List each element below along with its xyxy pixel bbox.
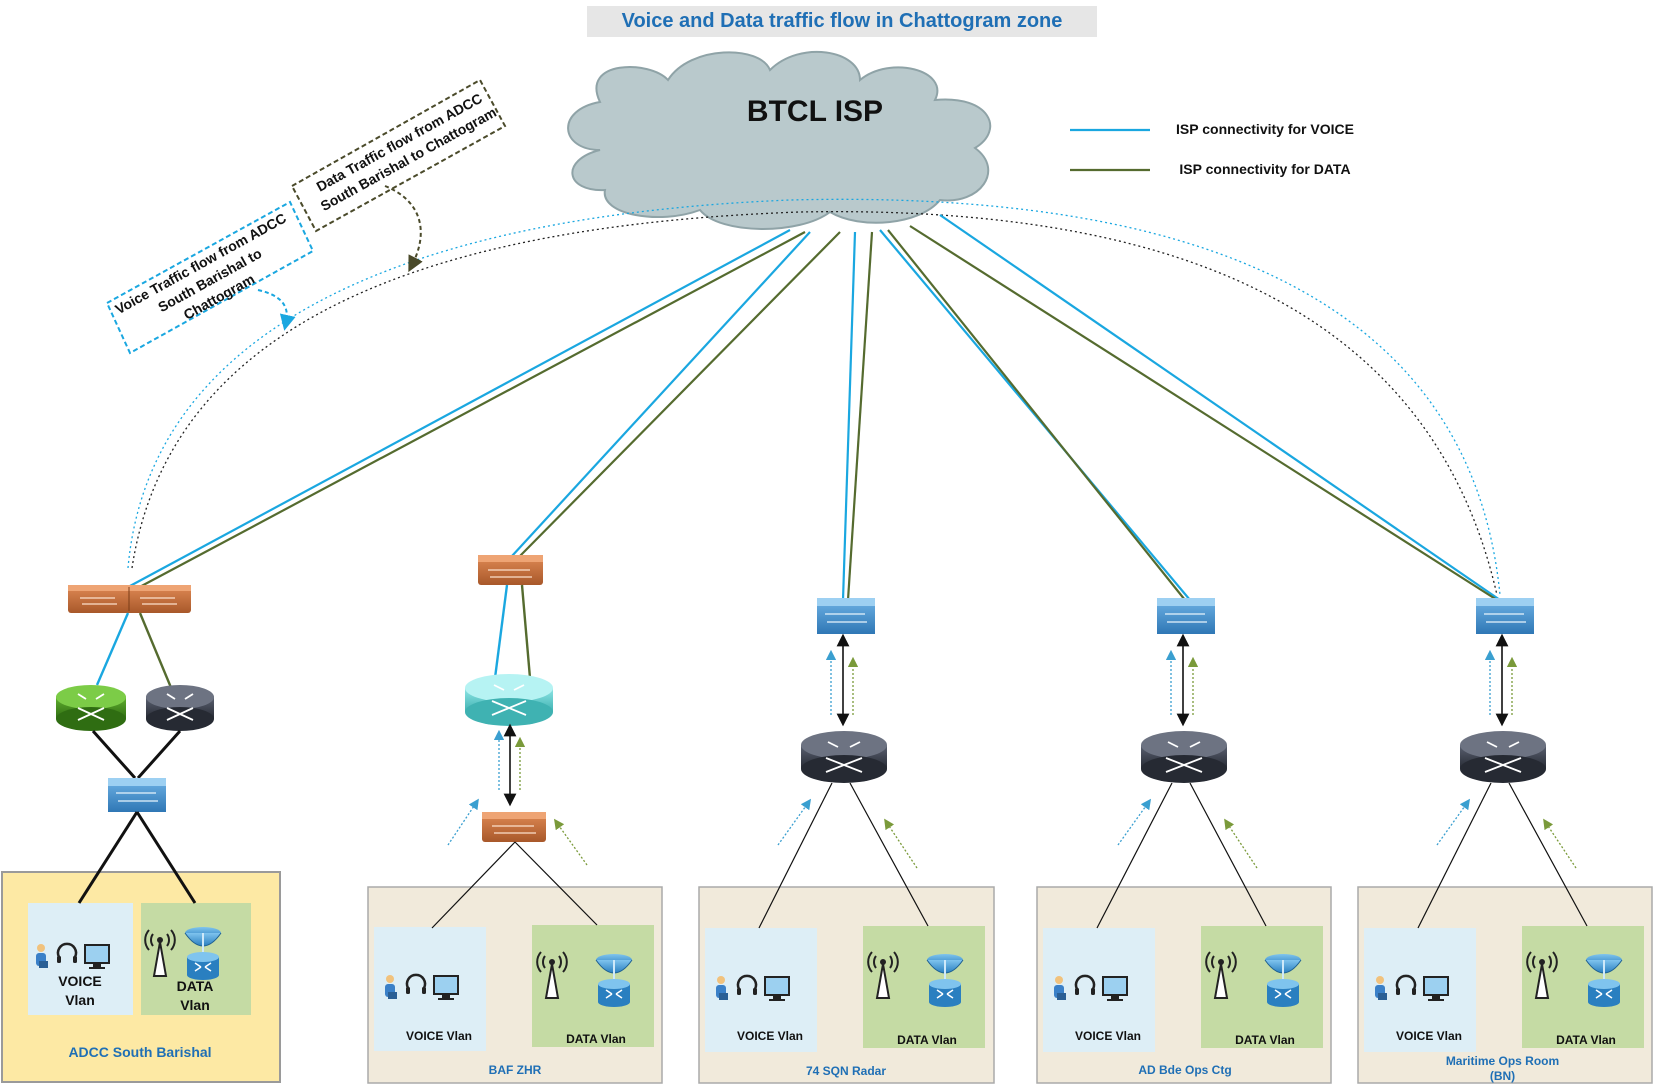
maritime-router-icon: [1460, 731, 1546, 783]
adcc-data-vlan-label: DATA Vlan: [176, 978, 214, 1013]
maritime-site-name: Maritime Ops Room (BN): [1445, 1054, 1560, 1083]
site-baf-zhr: [367, 555, 663, 1084]
baf-core-switch-icon: [478, 555, 543, 585]
sqn-switch-icon: [817, 598, 875, 634]
data-flow-callout-box: [290, 78, 507, 273]
diagram-title: Voice and Data traffic flow in Chattogra…: [621, 10, 1063, 32]
maritime-data-vlan-label: DATA Vlan: [1556, 1033, 1616, 1047]
isp-uplinks: [129, 214, 1501, 601]
legend-data-label: ISP connectivity for DATA: [1179, 161, 1351, 177]
baf-data-vlan-label: DATA Vlan: [566, 1032, 626, 1046]
data-flow-arc: [131, 210, 1498, 596]
sqn-voice-vlan-label: VOICE Vlan: [736, 1029, 804, 1043]
adcc-site-name: ADCC South Barishal: [68, 1044, 212, 1060]
cloud-label: BTCL ISP: [746, 95, 884, 128]
adbde-router-icon: [1141, 731, 1227, 783]
maritime-voice-vlan-label: VOICE Vlan: [1395, 1029, 1463, 1043]
adcc-voice-router-icon: [56, 685, 126, 731]
site-ad-bde-ops-ctg: [1036, 598, 1332, 1084]
sqn-site-name: 74 SQN Radar: [805, 1064, 887, 1078]
adcc-data-router-icon: [146, 685, 214, 731]
adbde-site-name: AD Bde Ops Ctg: [1138, 1063, 1232, 1077]
site-74-sqn-radar: [698, 598, 995, 1084]
legend-voice-label: ISP connectivity for VOICE: [1176, 121, 1354, 137]
baf-router-icon: [465, 674, 553, 726]
site-adcc-south-barishal: [1, 585, 281, 1083]
maritime-switch-icon: [1476, 598, 1534, 634]
adcc-core-switch-icon: [68, 585, 191, 613]
site-maritime-ops-room: [1357, 598, 1653, 1084]
voice-flow-arc: [127, 198, 1501, 596]
adcc-access-switch-icon: [108, 778, 166, 812]
btcl-isp-cloud: [567, 50, 992, 230]
adbde-data-vlan-label: DATA Vlan: [1235, 1033, 1295, 1047]
sqn-router-icon: [801, 731, 887, 783]
baf-site-name: BAF ZHR: [488, 1063, 542, 1077]
baf-voice-vlan-label: VOICE Vlan: [405, 1029, 473, 1043]
voice-flow-callout-box: [105, 200, 315, 355]
title-background: [587, 6, 1097, 37]
sqn-data-vlan-label: DATA Vlan: [897, 1033, 957, 1047]
adcc-voice-vlan-label: VOICE Vlan: [58, 973, 102, 1008]
adbde-voice-vlan-label: VOICE Vlan: [1074, 1029, 1142, 1043]
adbde-switch-icon: [1157, 598, 1215, 634]
baf-access-switch-icon: [482, 812, 546, 842]
